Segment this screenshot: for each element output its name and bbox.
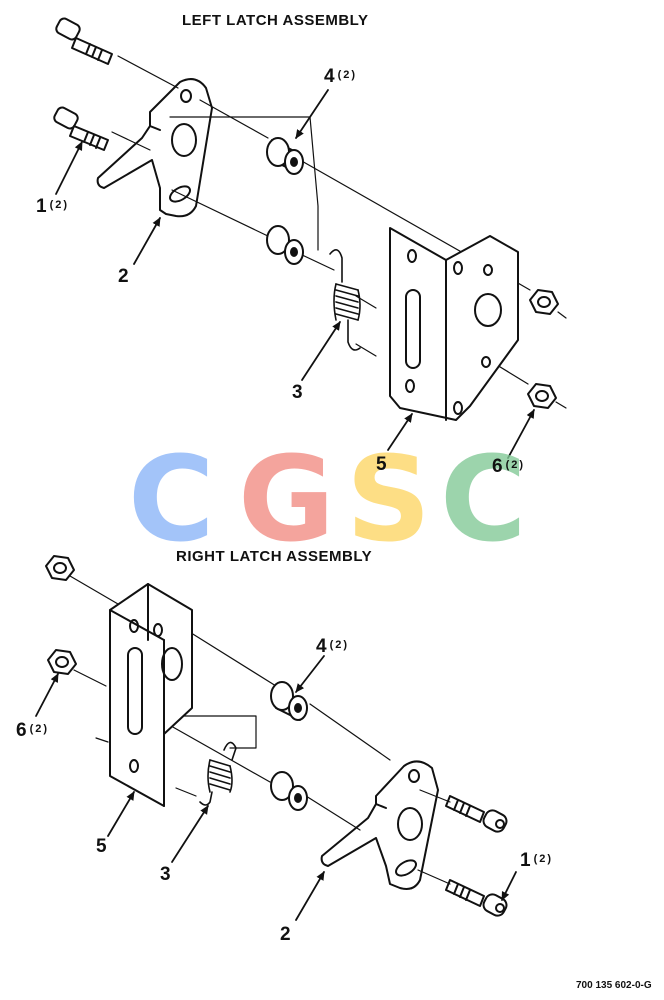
spacer — [270, 771, 308, 811]
spacer — [270, 681, 308, 721]
callout-5: 5 — [376, 454, 390, 476]
bracket — [109, 583, 193, 807]
left-latch-assembly — [53, 17, 567, 459]
callout-quantity: (2) — [533, 853, 554, 865]
callout-number: 3 — [292, 382, 303, 403]
shoulder-bolt — [55, 17, 113, 65]
callout-quantity: (2) — [29, 723, 50, 735]
callout-4: 4(2) — [324, 66, 357, 88]
callout-1: 1(2) — [36, 196, 69, 218]
figure-id: 700 135 602-0-G — [576, 980, 652, 991]
callout-quantity: (2) — [337, 69, 358, 81]
left-latch-title: LEFT LATCH ASSEMBLY — [182, 12, 369, 29]
callout-number: 4 — [324, 66, 335, 87]
extension-spring — [329, 249, 361, 351]
callout-quantity: (2) — [329, 639, 350, 651]
callout-number: 6 — [16, 720, 27, 741]
shoulder-bolt — [53, 106, 109, 151]
watermark-letter: C — [128, 430, 215, 568]
spacer — [266, 137, 304, 175]
callout-number: 3 — [160, 864, 171, 885]
callout-quantity: (2) — [49, 199, 70, 211]
leader-arrows — [35, 655, 517, 921]
latch-plate — [320, 760, 439, 890]
bracket — [389, 227, 519, 421]
hex-nut — [529, 289, 559, 315]
callout-5: 5 — [96, 836, 110, 858]
latch-plate — [96, 78, 213, 218]
callout-number: 4 — [316, 636, 327, 657]
shoulder-bolt — [445, 795, 508, 833]
watermark-letter: S — [346, 430, 431, 568]
callout-number: 2 — [280, 924, 291, 945]
hex-nut — [527, 383, 557, 409]
alignment-lines — [69, 575, 451, 885]
callout-3: 3 — [160, 864, 174, 886]
extension-spring — [199, 741, 237, 806]
callout-2: 2 — [118, 266, 132, 288]
hex-nut — [47, 649, 77, 675]
callout-6: 6(2) — [16, 720, 49, 742]
callout-1: 1(2) — [520, 850, 553, 872]
callout-6: 6(2) — [492, 456, 525, 478]
callout-number: 1 — [520, 850, 531, 871]
leader-arrows — [55, 89, 535, 459]
callout-number: 2 — [118, 266, 129, 287]
callout-number: 1 — [36, 196, 47, 217]
watermark-letter: C — [440, 430, 527, 568]
spacer — [266, 225, 304, 265]
callout-quantity: (2) — [505, 459, 526, 471]
right-latch-assembly — [35, 555, 517, 921]
callout-number: 5 — [96, 836, 107, 857]
watermark-letter: G — [238, 430, 335, 568]
hex-nut — [45, 555, 75, 581]
callout-4: 4(2) — [316, 636, 349, 658]
callout-number: 5 — [376, 454, 387, 475]
callout-3: 3 — [292, 382, 306, 404]
callout-2: 2 — [280, 924, 294, 946]
right-latch-title: RIGHT LATCH ASSEMBLY — [176, 548, 373, 565]
callout-number: 6 — [492, 456, 503, 477]
shoulder-bolt — [445, 879, 508, 917]
